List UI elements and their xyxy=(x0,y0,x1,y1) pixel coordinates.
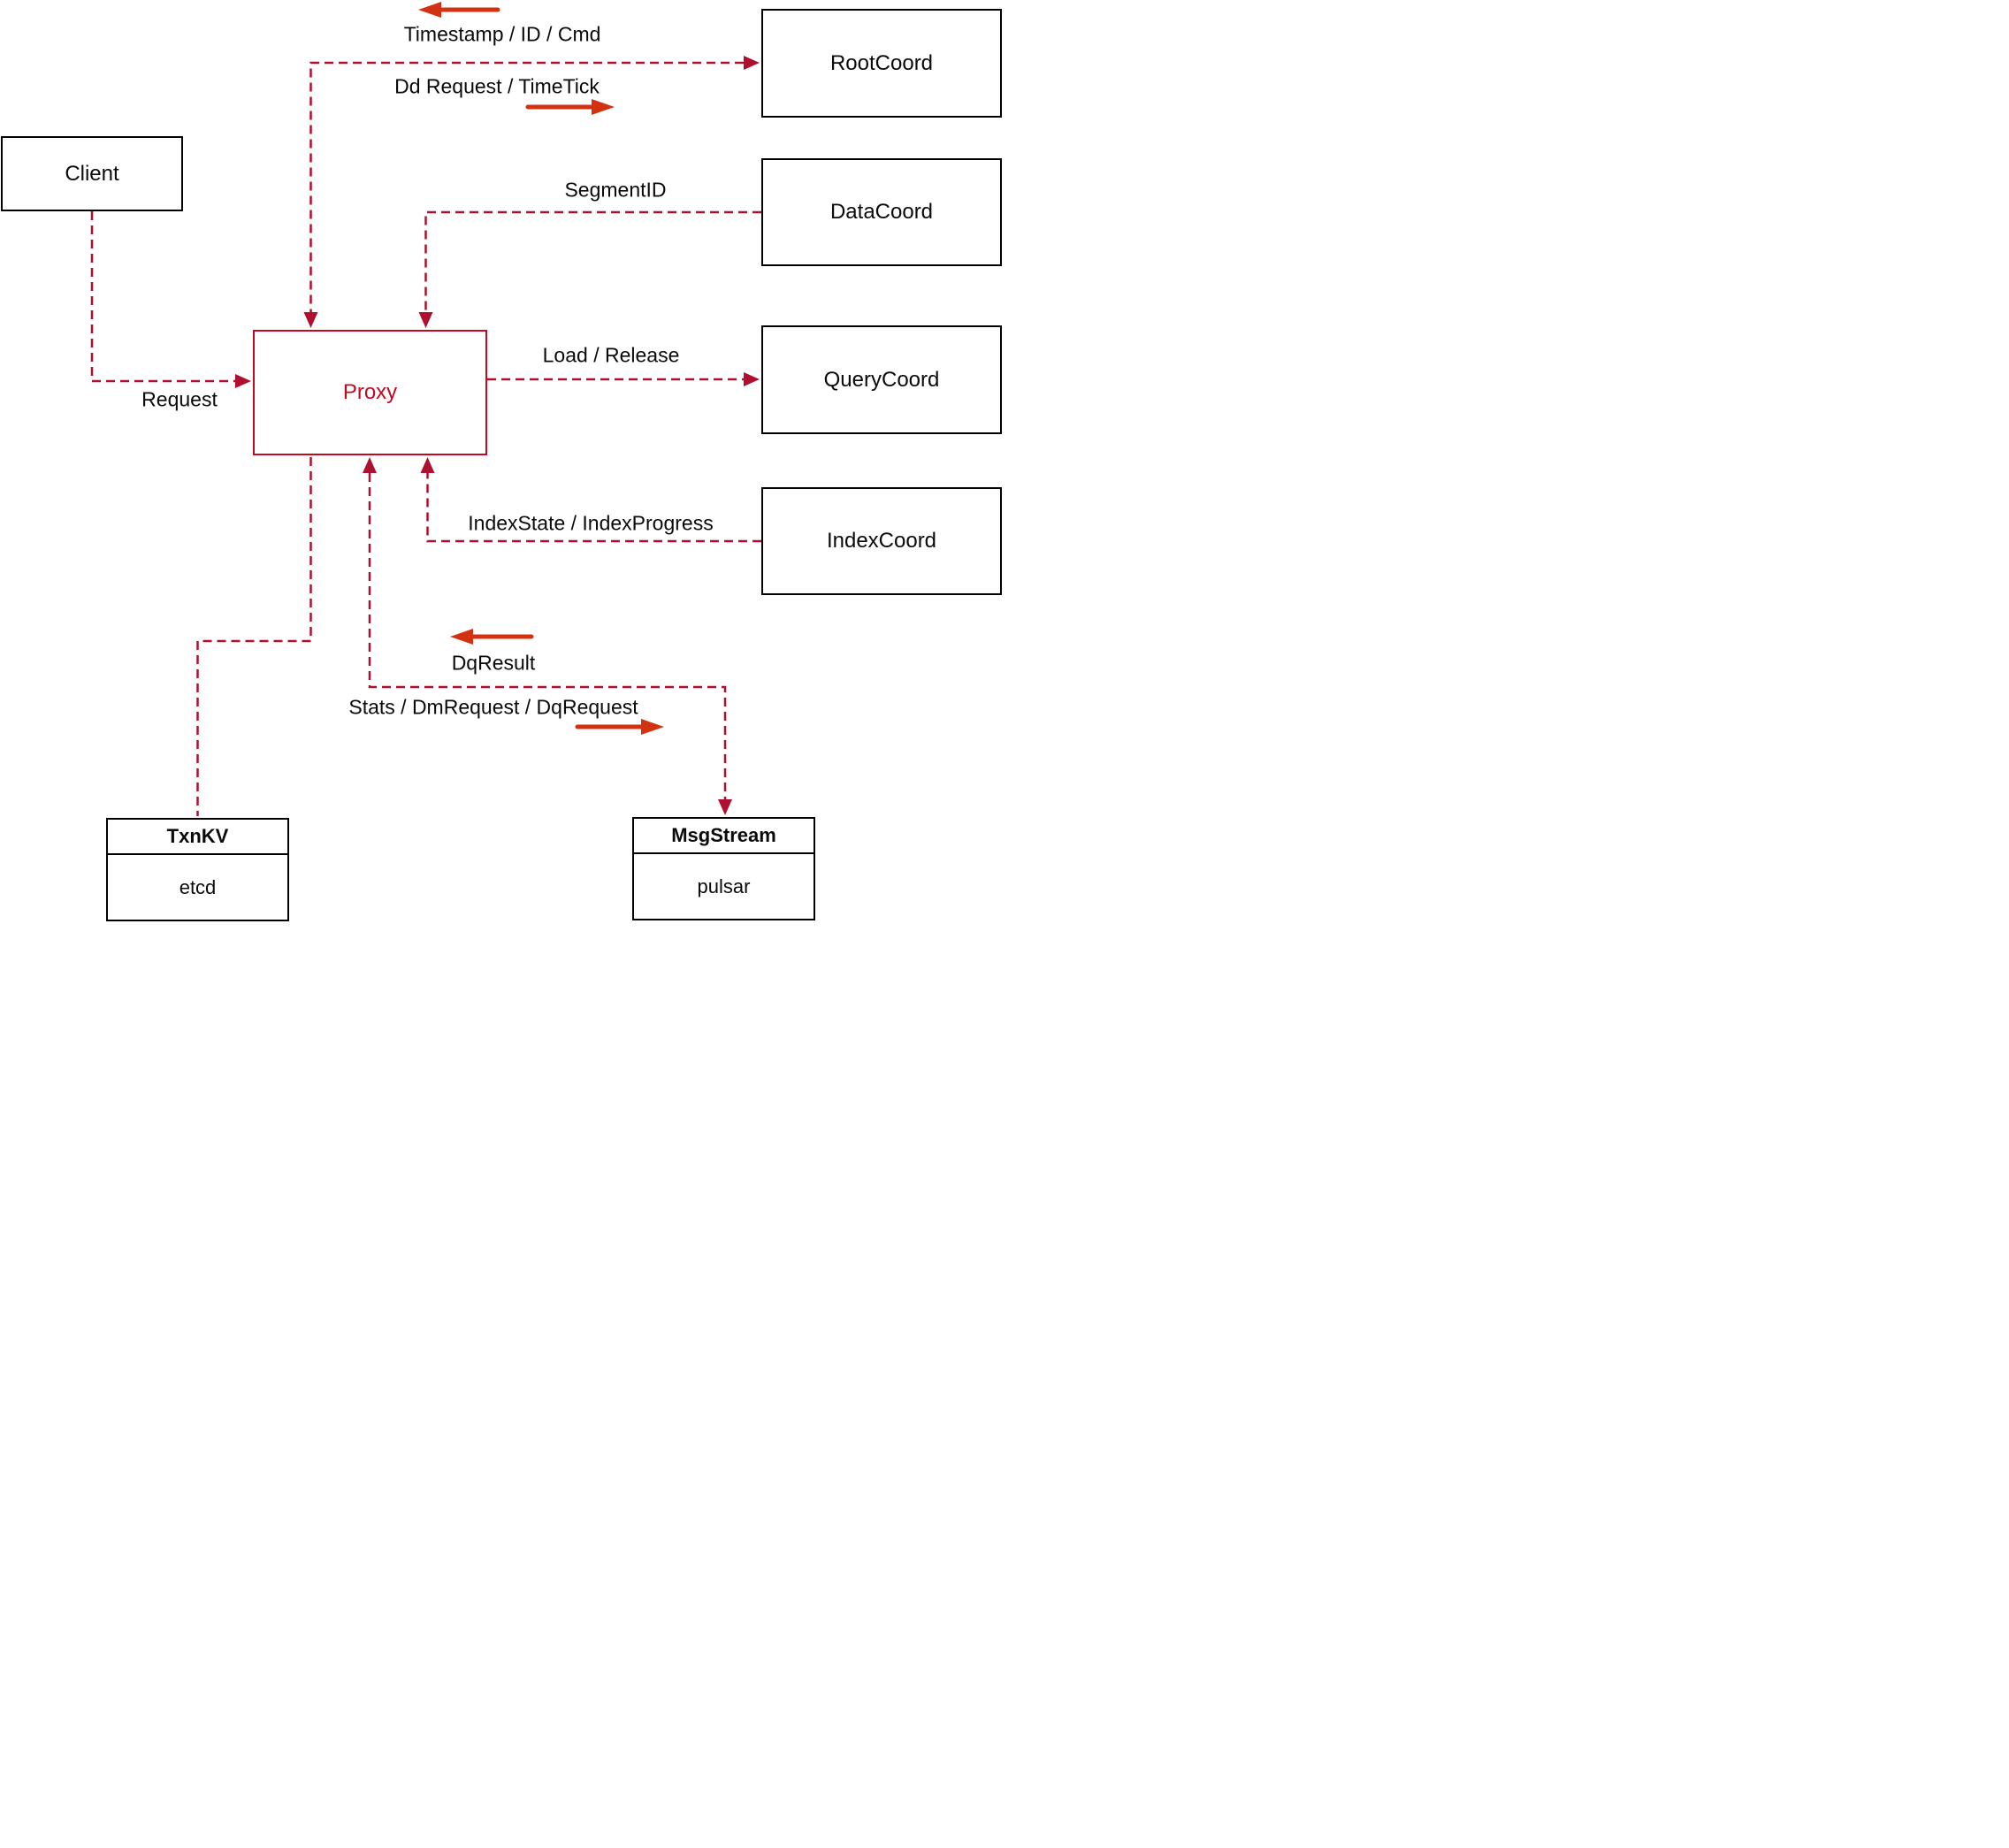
node-datacoord-label: DataCoord xyxy=(829,200,934,224)
arrow-left-dqresult-icon xyxy=(450,629,534,645)
edge-proxy-rootcoord-line xyxy=(309,61,744,312)
edge-label-timestamp: Timestamp / ID / Cmd xyxy=(403,22,601,46)
edge-label-stats: Stats / DmRequest / DqRequest xyxy=(348,695,638,719)
node-txnkv-title: TxnKV xyxy=(108,820,287,855)
edge-label-request: Request xyxy=(141,387,218,411)
arrowhead-into-proxy-bottom-left-icon xyxy=(363,457,377,473)
edge-label-segment-id: SegmentID xyxy=(564,178,667,202)
edge-indexcoord-proxy-line xyxy=(426,473,761,543)
node-msgstream: MsgStream pulsar xyxy=(632,817,815,920)
edge-proxy-txnkv-line xyxy=(196,457,312,816)
node-querycoord-label: QueryCoord xyxy=(823,367,940,392)
diagram-connectors xyxy=(90,2,761,816)
arrowhead-into-querycoord-icon xyxy=(744,372,760,386)
architecture-diagram: Client RootCoord DataCoord QueryCoord In… xyxy=(0,0,1004,924)
node-indexcoord-label: IndexCoord xyxy=(826,529,937,553)
node-querycoord: QueryCoord xyxy=(761,325,1002,434)
arrowhead-into-proxy-left-icon xyxy=(235,374,251,388)
arrow-right-stats-icon xyxy=(575,719,664,735)
edge-label-dd-request: Dd Request / TimeTick xyxy=(394,74,600,98)
arrowhead-into-msgstream-icon xyxy=(718,799,732,815)
edge-proxy-msgstream-line xyxy=(368,473,727,799)
arrowhead-into-proxy-top-left-icon xyxy=(303,312,318,328)
node-msgstream-title: MsgStream xyxy=(634,819,814,854)
node-proxy: Proxy xyxy=(253,330,487,455)
edge-label-dq-result: DqResult xyxy=(451,651,536,675)
node-datacoord: DataCoord xyxy=(761,158,1002,266)
edge-datacoord-proxy-line xyxy=(424,210,761,312)
arrowhead-into-proxy-bottom-right-icon xyxy=(420,457,435,473)
node-client-label: Client xyxy=(65,161,119,186)
edge-client-proxy-line xyxy=(90,211,235,383)
arrow-right-dd-request-icon xyxy=(525,99,615,115)
edge-label-index-state: IndexState / IndexProgress xyxy=(468,511,714,535)
node-proxy-label: Proxy xyxy=(342,380,398,404)
node-indexcoord: IndexCoord xyxy=(761,487,1002,595)
arrow-left-timestamp-icon xyxy=(418,2,500,18)
edge-label-load-release: Load / Release xyxy=(542,343,680,367)
node-client: Client xyxy=(1,136,183,211)
arrowhead-into-proxy-top-right-icon xyxy=(418,312,433,328)
node-txnkv-subtitle: etcd xyxy=(179,875,217,898)
node-rootcoord: RootCoord xyxy=(761,9,1002,118)
arrowhead-into-rootcoord-icon xyxy=(744,56,760,70)
node-msgstream-subtitle: pulsar xyxy=(697,874,751,897)
node-rootcoord-label: RootCoord xyxy=(829,50,934,75)
node-txnkv: TxnKV etcd xyxy=(106,818,289,921)
